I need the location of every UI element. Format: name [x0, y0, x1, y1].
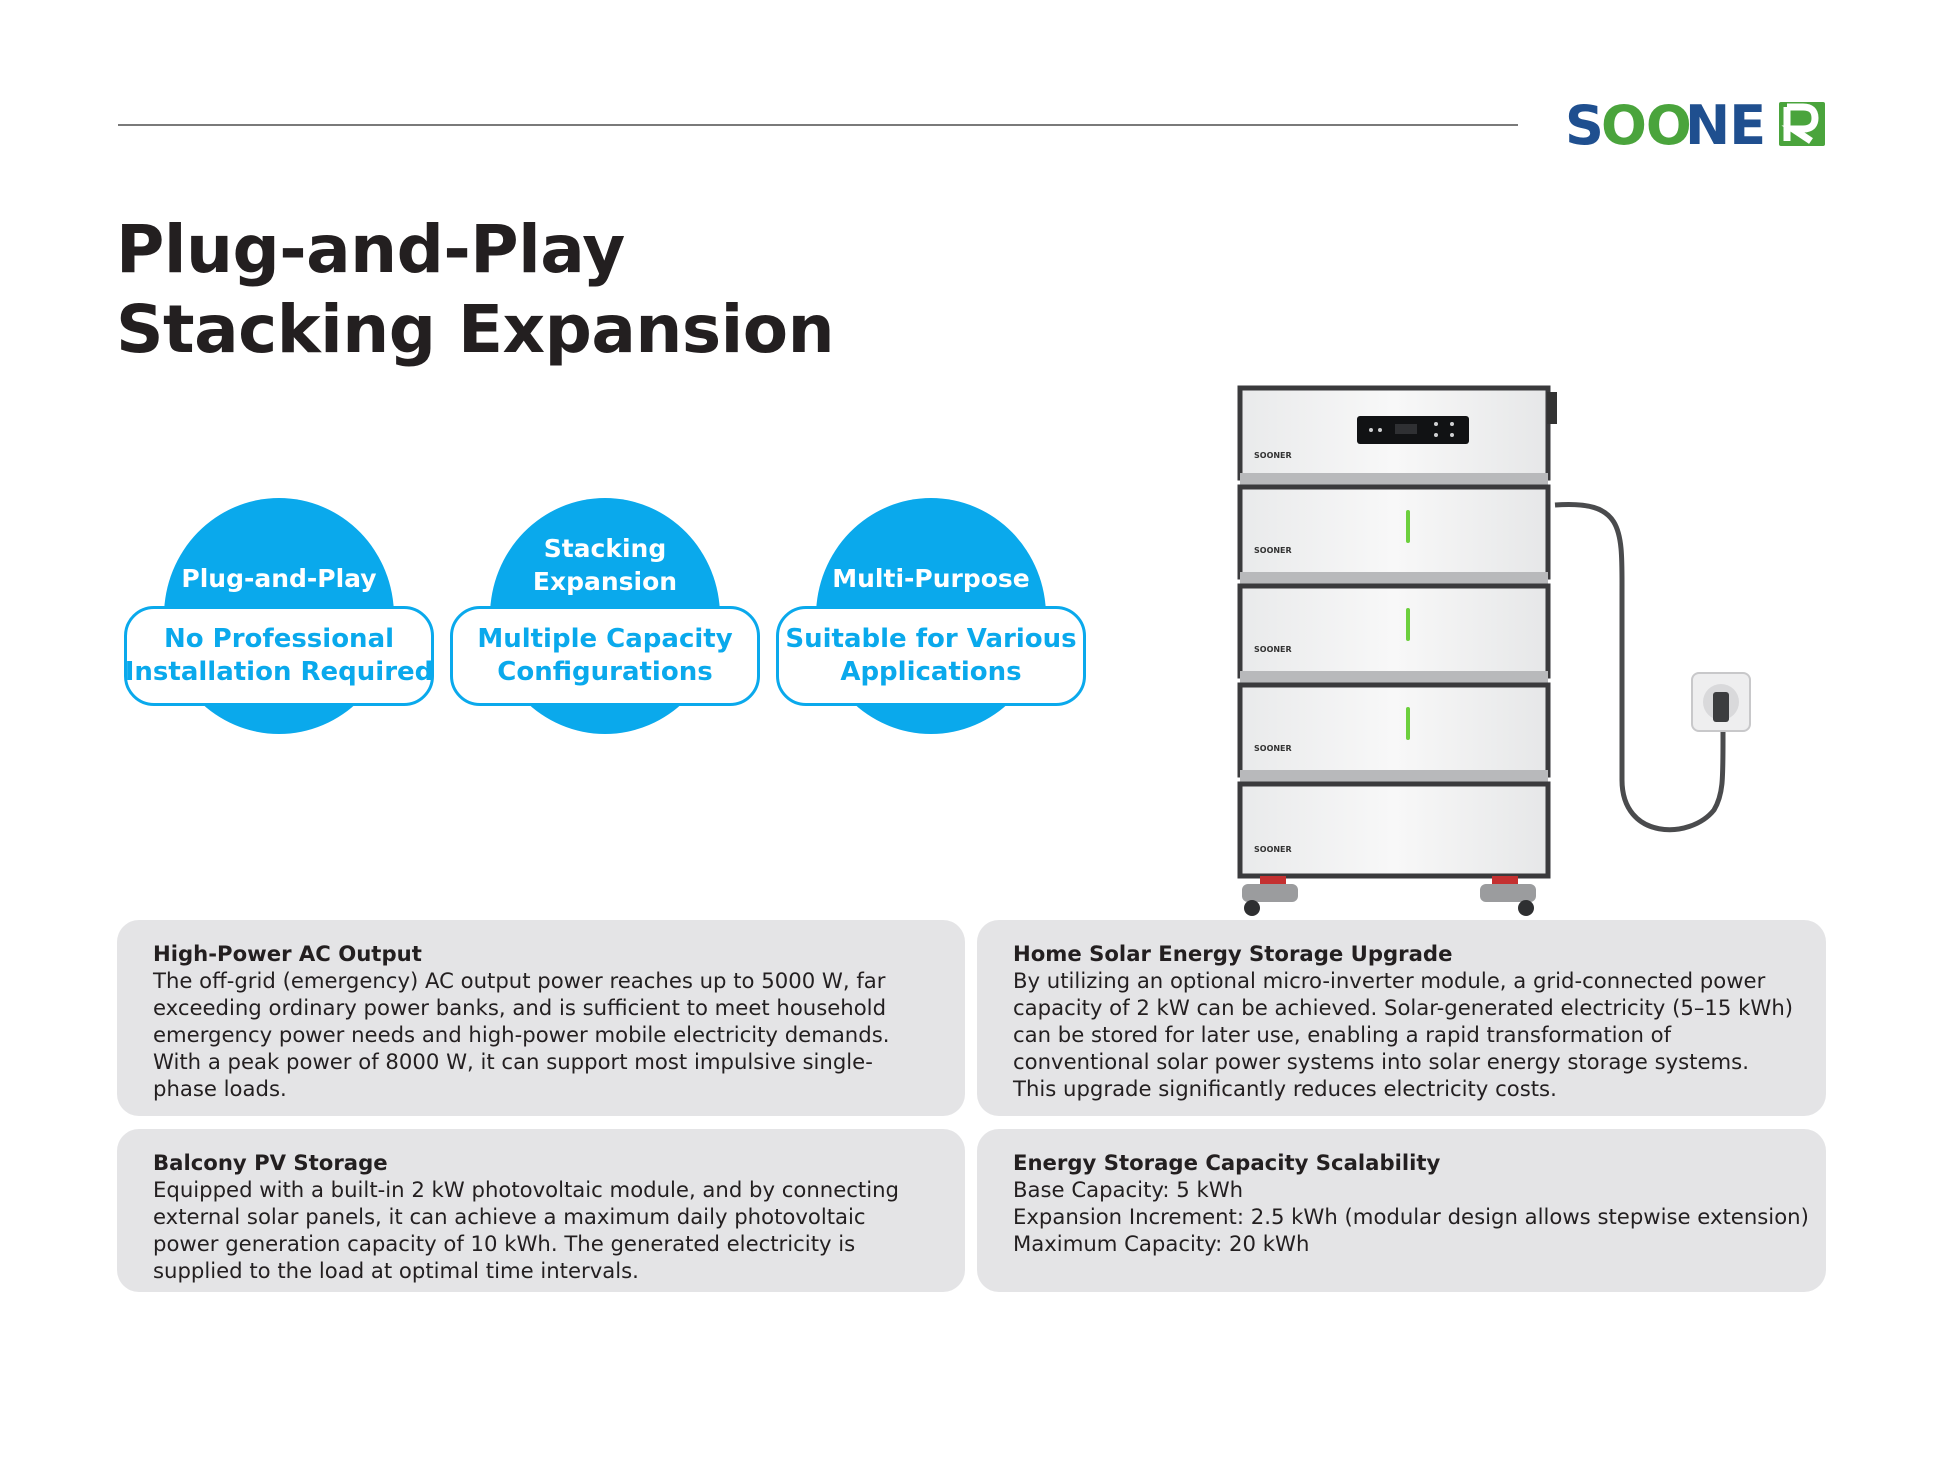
info-card-home-solar: Home Solar Energy Storage Upgrade By uti… [977, 920, 1826, 1116]
battery-module: SOONER [1237, 484, 1551, 586]
svg-text:SOONER: SOONER [1254, 744, 1292, 753]
badge-pill-line: Suitable for Various [785, 624, 1077, 654]
feature-badge-stacking-expansion: Stacking Expansion Multiple Capacity Con… [450, 498, 760, 738]
card-body: Equipped with a built-in 2 kW photovolta… [153, 1177, 899, 1283]
svg-text:SOONER: SOONER [1254, 451, 1292, 460]
badge-pill-line: No Professional [163, 624, 395, 654]
badge-pill-line: Configurations [497, 657, 713, 687]
svg-text:SOONER: SOONER [1254, 546, 1292, 555]
power-cable [1554, 501, 1726, 833]
info-card-ac-output: High-Power AC Output The off-grid (emerg… [117, 920, 965, 1116]
svg-text:OO: OO [1601, 94, 1691, 154]
badge-heading: Multi-Purpose [776, 562, 1086, 595]
svg-text:NE: NE [1685, 94, 1765, 154]
badge-pill: No Professional Installation Required [124, 606, 434, 706]
card-body: The off-grid (emergency) AC output power… [153, 968, 890, 1101]
badge-pill: Suitable for Various Applications [776, 606, 1086, 706]
card-body: By utilizing an optional micro-inverter … [1013, 968, 1794, 1101]
badge-heading-line: Multi-Purpose [832, 564, 1030, 593]
page-title: Plug-and-Play Stacking Expansion [116, 210, 835, 370]
badge-heading-line: Plug-and-Play [181, 564, 377, 593]
badge-pill-line: Multiple Capacity [477, 624, 733, 654]
badge-heading: Stacking Expansion [450, 532, 760, 598]
feature-badge-multi-purpose: Multi-Purpose Suitable for Various Appli… [776, 498, 1086, 738]
svg-text:SOONER: SOONER [1254, 645, 1292, 654]
card-title: Energy Storage Capacity Scalability [1013, 1150, 1441, 1175]
badge-heading-line: Stacking [543, 534, 667, 563]
battery-module: SOONER [1237, 682, 1551, 784]
info-card-balcony-pv: Balcony PV Storage Equipped with a built… [117, 1129, 965, 1292]
card-line: Maximum Capacity: 20 kWh [1013, 1231, 1310, 1256]
page-title-line-1: Plug-and-Play [116, 211, 625, 288]
badge-pill-line: Applications [840, 657, 1022, 687]
page-title-line-2: Stacking Expansion [116, 291, 835, 368]
badge-pill-line: Installation Required [124, 657, 434, 687]
svg-text:S: S [1565, 94, 1603, 154]
battery-module: SOONER [1237, 583, 1551, 685]
sooner-logo: S OO NE [1565, 94, 1825, 154]
battery-stack-illustration: SOONER SOONER SOONER SOONER SOONER [1237, 385, 1751, 916]
wall-socket [1691, 672, 1751, 732]
badge-heading: Plug-and-Play [124, 562, 434, 595]
header-divider [118, 124, 1518, 126]
card-line: Expansion Increment: 2.5 kWh (modular de… [1013, 1204, 1809, 1229]
card-title: High-Power AC Output [153, 941, 422, 966]
card-line: Base Capacity: 5 kWh [1013, 1177, 1244, 1202]
inverter-module: SOONER [1237, 385, 1557, 487]
card-title: Balcony PV Storage [153, 1150, 388, 1175]
base-module: SOONER [1237, 781, 1551, 879]
feature-badge-plug-and-play: Plug-and-Play No Professional Installati… [124, 498, 434, 738]
svg-text:SOONER: SOONER [1254, 845, 1292, 854]
badge-heading-line: Expansion [532, 567, 678, 596]
badge-pill: Multiple Capacity Configurations [450, 606, 760, 706]
card-title: Home Solar Energy Storage Upgrade [1013, 941, 1453, 966]
info-card-capacity-scalability: Energy Storage Capacity Scalability Base… [977, 1129, 1826, 1292]
caster-wheels [1242, 876, 1536, 916]
